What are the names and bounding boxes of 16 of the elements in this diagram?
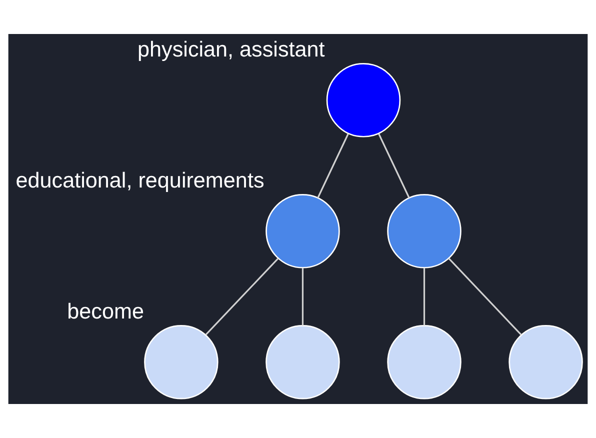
node-label: educational, requirements	[16, 168, 264, 193]
node-circle	[508, 325, 583, 400]
node-circle	[387, 194, 462, 268]
node-circle	[266, 194, 340, 268]
connector	[423, 268, 426, 326]
connector	[317, 134, 349, 198]
connector	[205, 258, 279, 336]
node-circle	[387, 325, 462, 400]
connector	[448, 258, 522, 336]
connector	[302, 268, 304, 326]
node-label: physician, assistant	[138, 36, 325, 62]
connector	[378, 134, 410, 198]
node-label: become	[67, 298, 144, 324]
node-circle	[266, 325, 340, 400]
node-circle	[326, 63, 401, 138]
node-circle	[144, 325, 218, 400]
